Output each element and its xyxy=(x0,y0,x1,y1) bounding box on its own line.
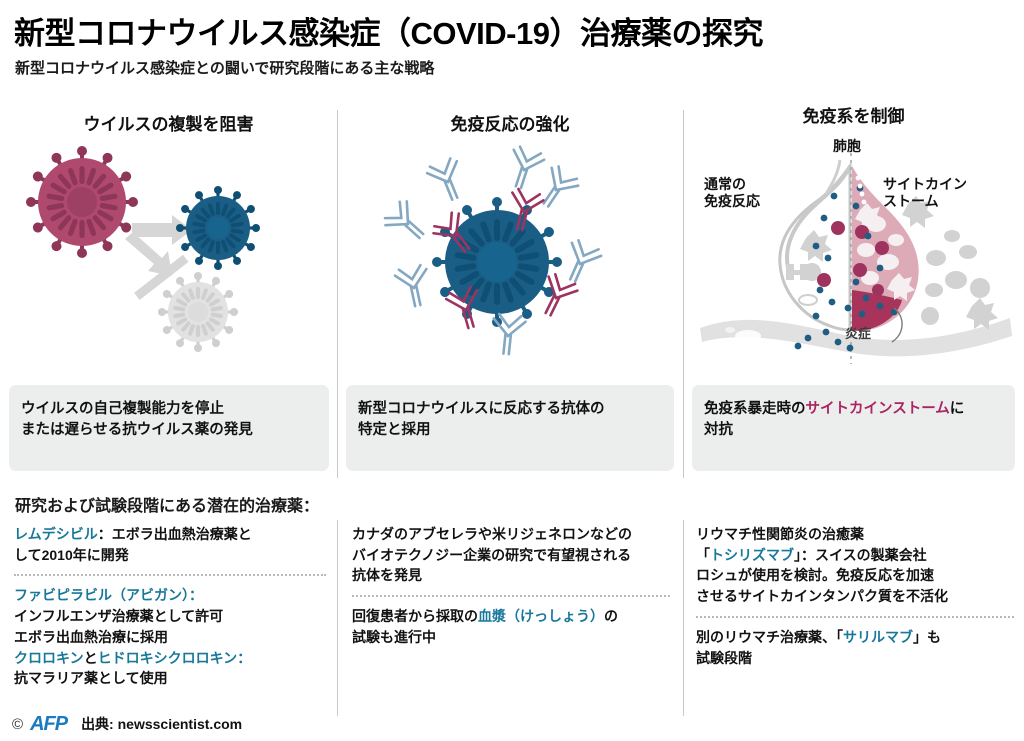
drug-name: サリルマブ xyxy=(843,628,913,645)
treatment-entry: リウマチ性関節炎の治癒薬「トシリズマブ」：スイスの製薬会社ロシュが使用を検討。免… xyxy=(696,524,1014,607)
caption-line: 免疫系暴走時のサイトカインストームに xyxy=(704,399,1003,420)
treatment-text: 試験段階 xyxy=(696,649,752,666)
lung-alveolus-illustration xyxy=(690,140,1024,370)
virus-blue xyxy=(176,186,260,270)
caption-text-pre: 免疫系暴走時の xyxy=(704,401,806,417)
treatment-text: して2010年に開発 xyxy=(14,546,129,563)
treatment-text: と xyxy=(83,649,98,666)
dotted-separator xyxy=(14,574,326,577)
drug-name: ヒドロキシクロロキン xyxy=(97,649,238,666)
treatment-text: リウマチ性関節炎の治癒薬 xyxy=(696,526,864,542)
caption-text-post: に xyxy=(949,401,965,417)
treatment-column-antibodies: カナダのアブセレラや米リジェネロンなどのバイオテクノジー企業の研究で有望視される… xyxy=(352,524,670,648)
drug-name: クロロキン xyxy=(14,649,84,666)
dotted-separator xyxy=(352,595,670,598)
panel-heading-replication: ウイルスの複製を阻害 xyxy=(83,115,254,134)
treatment-text: させるサイトカインタンパク質を不活化 xyxy=(696,588,948,605)
treatment-text: バイオテクノジー企業の研究で有望視される xyxy=(352,546,632,563)
caption-box-immune-boost: 新型コロナウイルスに反応する抗体の 特定と採用 xyxy=(346,385,674,471)
virus-replication-illustration xyxy=(20,140,320,365)
lung-label-normal-line2: 免疫反応 xyxy=(704,193,760,210)
copyright-symbol: © xyxy=(12,715,24,733)
treatment-entry: 回復患者から採取の血漿（けっしょう）の試験も進行中 xyxy=(352,606,670,647)
panel-heading-immune-control: 免疫系を制御 xyxy=(802,107,905,126)
drug-name: ファビピラビル（アビガン）： xyxy=(14,587,203,604)
column-divider-1 xyxy=(337,110,338,478)
caption-line: 対抗 xyxy=(704,422,733,439)
section-heading-potential-treatments: 研究および試験段階にある潜在的治療薬： xyxy=(15,498,320,515)
alveolus-storm-half xyxy=(817,166,919,331)
page-title: 新型コロナウイルス感染症（COVID-19）治療薬の探究 xyxy=(14,16,763,51)
panel-heading-immune-boost: 免疫反応の強化 xyxy=(450,115,570,134)
treatment-entry: 別のリウマチ治療薬、「サリルマブ」も試験段階 xyxy=(696,627,1014,668)
drug-name: トシリズマブ xyxy=(710,546,794,563)
caption-line: 新型コロナウイルスに反応する抗体の xyxy=(358,401,605,417)
lung-label-storm-line1: サイトカイン xyxy=(883,176,967,192)
infected-cells xyxy=(817,221,889,296)
arrow-group xyxy=(125,215,192,301)
treatment-text: ：エボラ出血熱治療薬と xyxy=(97,526,252,542)
treatment-text: ロシュが使用を検討。免疫反応を加速 xyxy=(696,567,934,584)
source-credit: 出典: newsscientist.com xyxy=(81,716,243,732)
treatment-text: インフルエンザ治療薬として許可 xyxy=(14,608,224,625)
caption-line: ウイルスの自己複製能力を停止 xyxy=(21,401,224,417)
caption-text-highlight: サイトカインストーム xyxy=(805,401,950,417)
lung-label-normal-line1: 通常の xyxy=(704,176,746,192)
treatment-column-immunomodulators: リウマチ性関節炎の治癒薬「トシリズマブ」：スイスの製薬会社ロシュが使用を検討。免… xyxy=(696,524,1014,668)
virus-crimson xyxy=(26,146,138,258)
lung-label-inflammation: 炎症 xyxy=(845,326,872,341)
lung-label-cytokine-storm: サイトカイン ストーム xyxy=(883,176,967,210)
page-subtitle: 新型コロナウイルス感染症との闘いで研究段階にある主な戦略 xyxy=(15,60,435,77)
afp-logo: AFP xyxy=(30,713,68,735)
lung-label-storm-line2: ストーム xyxy=(883,193,939,210)
drug-name: レムデシビル xyxy=(14,526,98,542)
top-dots xyxy=(855,175,867,205)
caption-box-immune-control: 免疫系暴走時のサイトカインストームに 対抗 xyxy=(692,385,1015,471)
treatment-text: 試験も進行中 xyxy=(352,628,436,645)
caption-box-replication: ウイルスの自己複製能力を停止 または遅らせる抗ウイルス薬の発見 xyxy=(9,385,329,471)
drug-name: 血漿（けっしょう） xyxy=(478,608,604,625)
dotted-separator xyxy=(696,615,1014,618)
treatment-text: エボラ出血熱治療に採用 xyxy=(14,628,168,645)
bottom-column-divider-2 xyxy=(683,520,684,716)
lung-label-normal-response: 通常の 免疫反応 xyxy=(704,176,760,210)
column-divider-2 xyxy=(683,110,684,478)
lung-label-alveolus: 肺胞 xyxy=(833,138,861,154)
treatment-text: の xyxy=(604,608,618,625)
caption-line: 特定と採用 xyxy=(358,422,431,439)
antibody-illustration xyxy=(352,140,672,365)
virus-gray xyxy=(158,272,238,352)
treatment-text: カナダのアブセレラや米リジェネロンなどの xyxy=(352,526,632,542)
bottom-column-divider-1 xyxy=(337,520,338,716)
treatment-text: 回復患者から採取の xyxy=(352,608,478,625)
caption-line: または遅らせる抗ウイルス薬の発見 xyxy=(21,422,253,439)
treatment-column-antivirals: レムデシビル：エボラ出血熱治療薬として2010年に開発ファビピラビル（アビガン）… xyxy=(14,524,326,689)
treatment-text: 」：スイスの製薬会社 xyxy=(794,546,927,563)
treatment-text: 抗体を発見 xyxy=(352,567,422,584)
footer: © AFP 出典: newsscientist.com xyxy=(12,714,242,734)
treatment-entry: カナダのアブセレラや米リジェネロンなどのバイオテクノジー企業の研究で有望視される… xyxy=(352,524,670,586)
treatment-text: 」も xyxy=(913,628,941,645)
bronchial-wall xyxy=(700,318,1012,357)
outer-cells xyxy=(902,196,998,330)
treatment-entry: ファビピラビル（アビガン）： インフルエンザ治療薬として許可エボラ出血熱治療に採用… xyxy=(14,585,326,689)
treatment-text: 別のリウマチ治療薬、「 xyxy=(696,628,843,645)
leader-line xyxy=(891,307,903,343)
treatment-entry: レムデシビル：エボラ出血熱治療薬として2010年に開発 xyxy=(14,524,326,565)
virus-dots xyxy=(794,184,898,352)
drug-name: ： xyxy=(237,649,252,666)
treatment-text: 抗マラリア薬として使用 xyxy=(14,670,168,687)
treatment-text: 「 xyxy=(696,546,710,563)
